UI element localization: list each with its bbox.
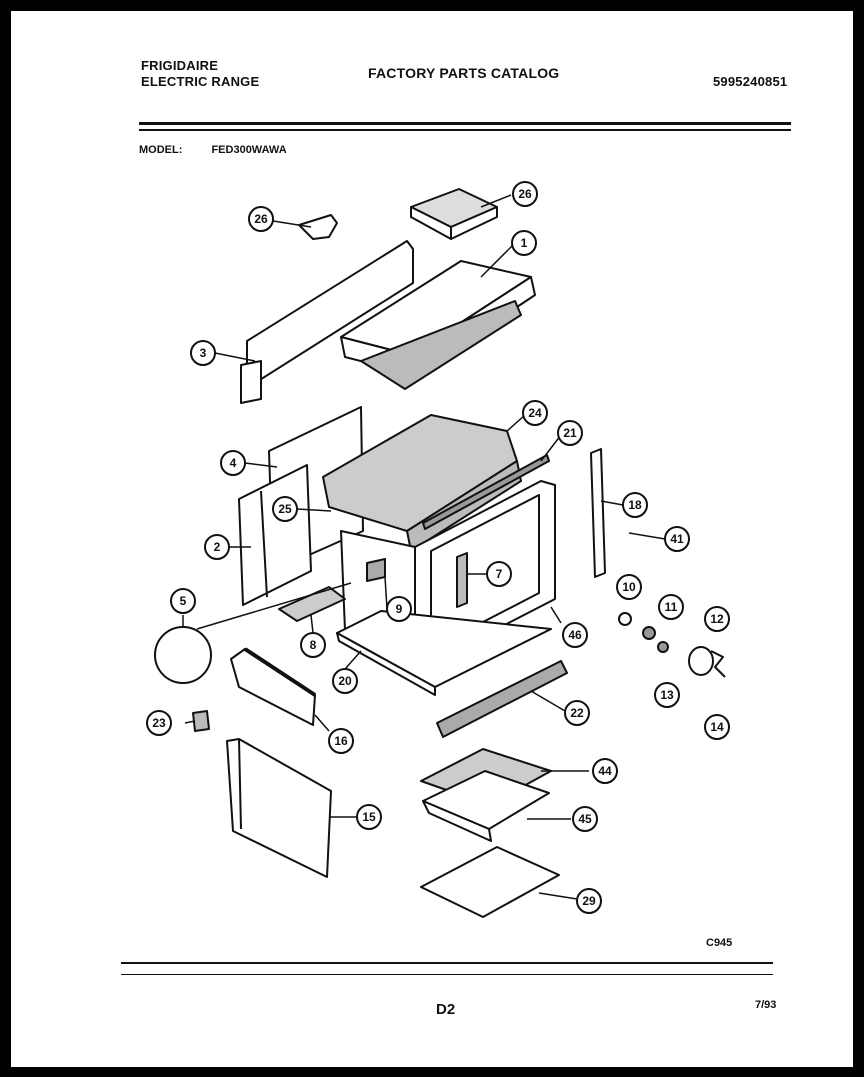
callout-23: 23 xyxy=(146,710,172,736)
svg-text:29: 29 xyxy=(582,894,596,908)
svg-text:46: 46 xyxy=(568,628,582,642)
callout-20: 20 xyxy=(332,668,358,694)
header-rule-thin xyxy=(139,129,791,131)
svg-text:25: 25 xyxy=(278,502,292,516)
svg-text:3: 3 xyxy=(200,346,207,360)
drawing-code: C945 xyxy=(706,937,733,949)
brand-name: FRIGIDAIRE xyxy=(141,58,219,73)
callout-14: 14 xyxy=(704,714,730,740)
part-bracket-8 xyxy=(278,586,346,622)
part-bottom-20 xyxy=(336,610,552,688)
callout-46: 46 xyxy=(562,622,588,648)
svg-text:10: 10 xyxy=(622,580,636,594)
callout-11: 11 xyxy=(658,594,684,620)
product-type: ELECTRIC RANGE xyxy=(141,74,260,89)
svg-text:7: 7 xyxy=(496,567,503,581)
svg-text:1: 1 xyxy=(521,236,528,250)
revision-date: 7/93 xyxy=(755,999,777,1011)
callout-3: 3 xyxy=(190,340,216,366)
part-knob-13 xyxy=(688,646,714,676)
svg-text:22: 22 xyxy=(570,706,584,720)
callout-2: 2 xyxy=(204,534,230,560)
svg-text:5: 5 xyxy=(180,594,187,608)
part-bulb-11 xyxy=(642,626,656,640)
svg-text:44: 44 xyxy=(598,764,612,778)
svg-text:4: 4 xyxy=(230,456,237,470)
callout-13: 13 xyxy=(654,682,680,708)
svg-text:23: 23 xyxy=(152,716,166,730)
model-number: FED300WAWA xyxy=(211,144,287,156)
part-clip-23 xyxy=(192,710,210,732)
catalog-number: 5995240851 xyxy=(713,74,788,89)
svg-text:18: 18 xyxy=(628,498,642,512)
page-number: D2 xyxy=(436,1001,456,1018)
callout-45: 45 xyxy=(572,806,598,832)
exploded-parts-diagram: 26 26 1 3 24 21 xyxy=(146,181,730,918)
part-rack-29 xyxy=(420,846,560,918)
svg-text:15: 15 xyxy=(362,810,376,824)
callout-41: 41 xyxy=(664,526,690,552)
svg-text:21: 21 xyxy=(563,426,577,440)
callout-5: 5 xyxy=(170,588,196,614)
svg-text:13: 13 xyxy=(660,688,674,702)
part-element-7 xyxy=(456,552,468,608)
svg-text:8: 8 xyxy=(310,638,317,652)
part-socket-12 xyxy=(657,641,669,653)
callout-4: 4 xyxy=(220,450,246,476)
part-light-5 xyxy=(154,626,212,684)
svg-text:14: 14 xyxy=(710,720,724,734)
svg-text:16: 16 xyxy=(334,734,348,748)
callout-29: 29 xyxy=(576,888,602,914)
svg-text:11: 11 xyxy=(665,600,678,614)
callout-10: 10 xyxy=(616,574,642,600)
callout-25: 25 xyxy=(272,496,298,522)
callout-24: 24 xyxy=(522,400,548,426)
callout-22: 22 xyxy=(564,700,590,726)
svg-text:20: 20 xyxy=(338,674,352,688)
part-strip-18 xyxy=(590,448,606,578)
svg-text:24: 24 xyxy=(528,406,542,420)
model-label: MODEL: xyxy=(139,144,183,156)
svg-text:26: 26 xyxy=(518,187,532,201)
leader-lines xyxy=(182,194,666,900)
callout-8: 8 xyxy=(300,632,326,658)
part-toekick-22 xyxy=(436,660,568,738)
footer-rule-2 xyxy=(121,974,773,975)
part-switch-10 xyxy=(618,612,632,626)
header-rule-thick xyxy=(139,122,791,125)
callout-26-bracket: 26 xyxy=(248,206,274,232)
part-side-panel-2 xyxy=(238,464,312,606)
part-vent-16 xyxy=(230,648,316,726)
callout-18: 18 xyxy=(622,492,648,518)
svg-text:2: 2 xyxy=(214,540,221,554)
part-rod-21 xyxy=(422,454,550,530)
parts-sheet: FRIGIDAIRE ELECTRIC RANGE FACTORY PARTS … xyxy=(11,11,853,1067)
svg-text:9: 9 xyxy=(396,602,403,616)
svg-text:26: 26 xyxy=(254,212,268,226)
callout-1: 1 xyxy=(511,230,537,256)
brand-block: FRIGIDAIRE ELECTRIC RANGE xyxy=(141,58,259,90)
callout-16: 16 xyxy=(328,728,354,754)
callout-12: 12 xyxy=(704,606,730,632)
svg-text:12: 12 xyxy=(710,612,724,626)
footer-rule xyxy=(121,962,773,964)
part-door-15 xyxy=(226,738,332,878)
model-line: MODEL: FED300WAWA xyxy=(139,144,287,156)
svg-text:41: 41 xyxy=(670,532,684,546)
svg-text:45: 45 xyxy=(578,812,592,826)
callout-7: 7 xyxy=(486,561,512,587)
part-bracket-26 xyxy=(298,214,338,240)
callout-44: 44 xyxy=(592,758,618,784)
callout-26-box: 26 xyxy=(512,181,538,207)
part-spring-14 xyxy=(710,650,726,678)
catalog-title: FACTORY PARTS CATALOG xyxy=(368,65,560,81)
callout-15: 15 xyxy=(356,804,382,830)
callout-21: 21 xyxy=(557,420,583,446)
callout-9: 9 xyxy=(386,596,412,622)
